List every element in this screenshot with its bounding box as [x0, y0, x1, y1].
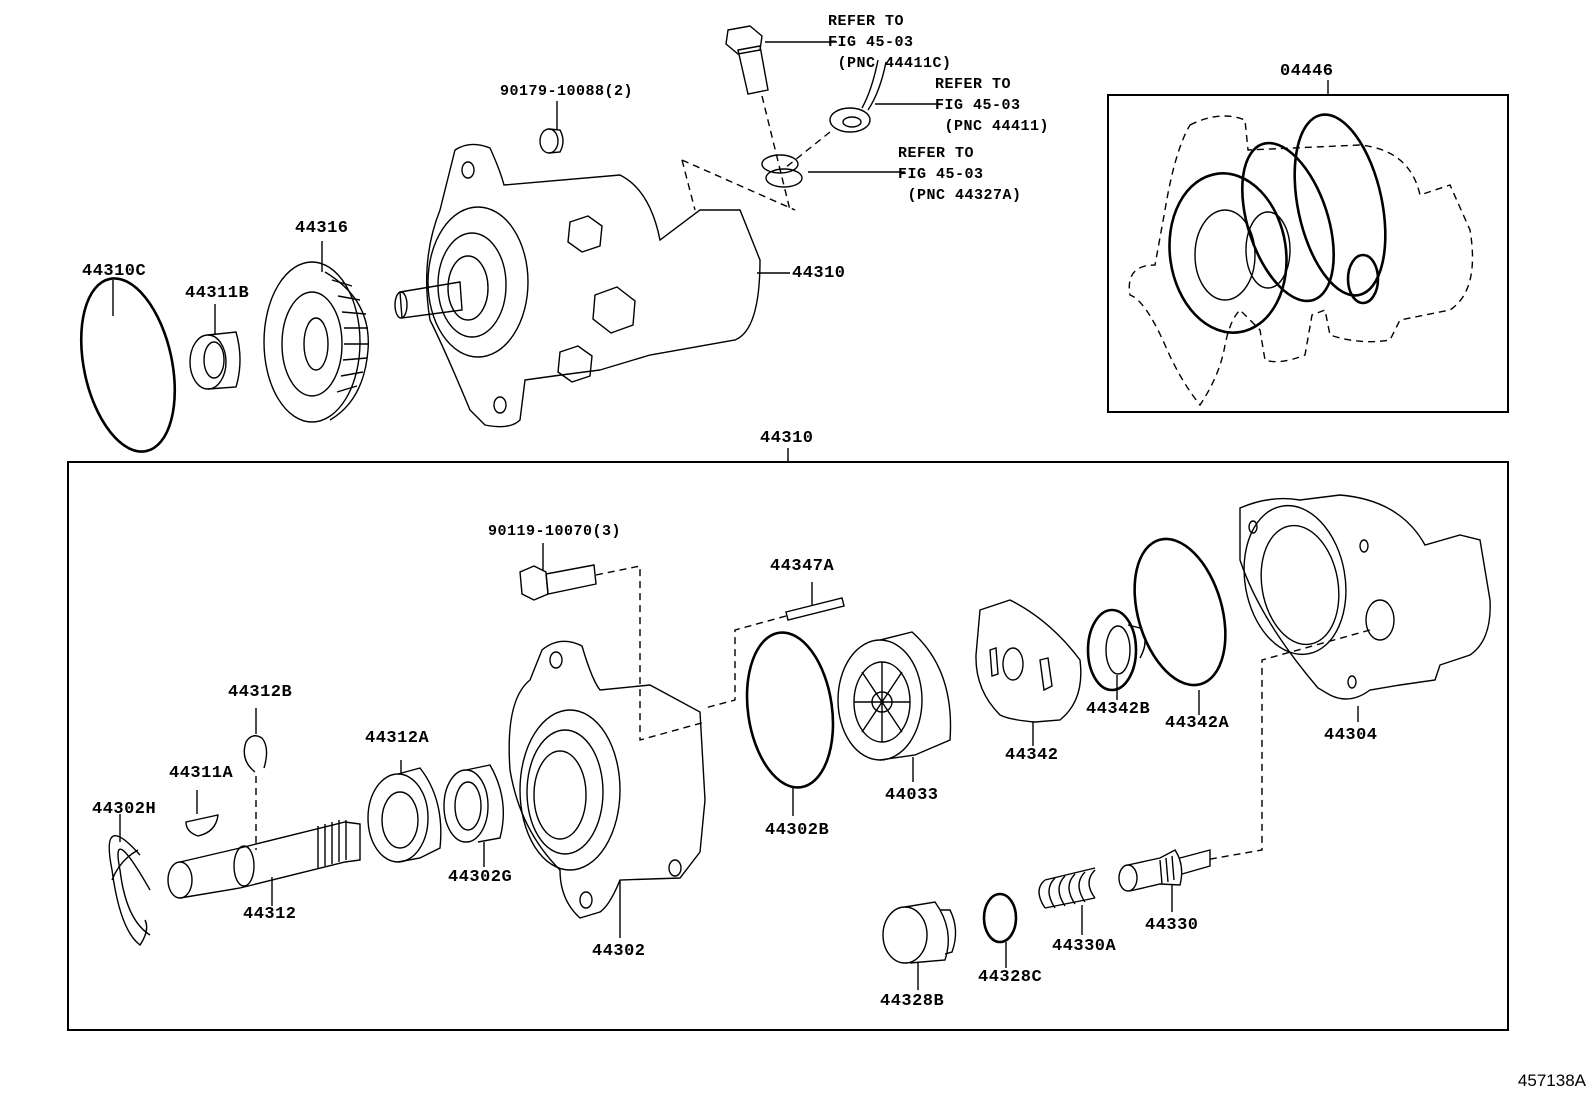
part-oil-seal-44302g[interactable]: [444, 765, 503, 867]
part-shaft-44312[interactable]: [168, 820, 360, 906]
label-44316: 44316: [295, 219, 349, 238]
label-44342: 44342: [1005, 746, 1059, 765]
label-44328c: 44328C: [978, 968, 1043, 987]
part-valve-44330[interactable]: [1119, 850, 1210, 912]
part-pin-44347a[interactable]: [705, 582, 844, 708]
figure-id: 457138A: [1517, 1071, 1586, 1090]
reference-line: REFER TO: [828, 13, 905, 30]
label-90179-10088: 90179-10088(2): [500, 83, 634, 100]
label-44330a: 44330A: [1052, 937, 1117, 956]
part-front-housing-44302[interactable]: [509, 641, 705, 938]
part-o-ring-44342a[interactable]: [1119, 528, 1241, 715]
part-bolt-90119-10070[interactable]: [520, 543, 705, 740]
label-44311a: 44311A: [169, 764, 234, 783]
part-snap-ring-44302h[interactable]: [109, 814, 150, 945]
label-44312: 44312: [243, 905, 297, 924]
reference-line: FIG 45-03: [935, 97, 1021, 114]
reference-line: (PNC 44327A): [907, 187, 1022, 204]
label-44328b: 44328B: [880, 992, 945, 1011]
label-44311b: 44311B: [185, 284, 250, 303]
part-key-44311a[interactable]: [186, 790, 218, 836]
label-44302b: 44302B: [765, 821, 830, 840]
reference-line: FIG 45-03: [828, 34, 914, 51]
pump-assy-44310-detail-frame: [68, 448, 1508, 1030]
label-44304: 44304: [1324, 726, 1378, 745]
part-nut-90179-10088[interactable]: [540, 101, 563, 153]
reference-line: (PNC 44411C): [837, 55, 952, 72]
part-rotor-kit-44033[interactable]: [838, 632, 951, 782]
label-44302h: 44302H: [92, 800, 157, 819]
label-04446: 04446: [1280, 62, 1334, 81]
part-o-ring-44302b[interactable]: [738, 627, 843, 816]
part-union-bolt-ref[interactable]: [726, 26, 837, 210]
part-o-ring-44310c[interactable]: [67, 270, 190, 460]
label-44330: 44330: [1145, 916, 1199, 935]
reference-note-44327a: REFER TO FIG 45-03 (PNC 44327A): [898, 143, 1022, 206]
label-44033: 44033: [885, 786, 939, 805]
label-44302g: 44302G: [448, 868, 513, 887]
label-44342b: 44342B: [1086, 700, 1151, 719]
label-44312b: 44312B: [228, 683, 293, 702]
part-o-ring-44328c[interactable]: [984, 894, 1016, 968]
part-gasket-ref[interactable]: [682, 155, 905, 210]
reference-line: FIG 45-03: [898, 166, 984, 183]
part-cam-ring-44342[interactable]: [976, 600, 1081, 746]
reference-line: (PNC 44411): [944, 118, 1050, 135]
part-bearing-44312a[interactable]: [368, 760, 441, 862]
part-pump-assy-44310[interactable]: [395, 144, 790, 426]
part-spring-44330a[interactable]: [1039, 868, 1095, 935]
part-plate-44342b[interactable]: [1088, 610, 1145, 700]
label-44342a: 44342A: [1165, 714, 1230, 733]
part-gear-44316[interactable]: [264, 241, 368, 422]
label-44310-detail-title: 44310: [760, 429, 814, 448]
label-44302: 44302: [592, 942, 646, 961]
part-snap-ring-44312b[interactable]: [244, 708, 266, 850]
gasket-kit-04446-box[interactable]: [1108, 80, 1508, 412]
part-plug-44328b[interactable]: [883, 902, 956, 990]
part-rear-housing-44304[interactable]: [1205, 495, 1490, 860]
reference-line: REFER TO: [935, 76, 1012, 93]
part-eye-joint-ref[interactable]: [785, 60, 942, 168]
label-44310c: 44310C: [82, 262, 147, 281]
reference-note-44411: REFER TO FIG 45-03 (PNC 44411): [935, 74, 1049, 137]
part-gear-44311b[interactable]: [190, 304, 240, 389]
label-44347a: 44347A: [770, 557, 835, 576]
reference-note-44411c: REFER TO FIG 45-03 (PNC 44411C): [828, 11, 952, 74]
label-90119-10070: 90119-10070(3): [488, 523, 622, 540]
label-44310-pump: 44310: [792, 264, 846, 283]
label-44312a: 44312A: [365, 729, 430, 748]
reference-line: REFER TO: [898, 145, 975, 162]
